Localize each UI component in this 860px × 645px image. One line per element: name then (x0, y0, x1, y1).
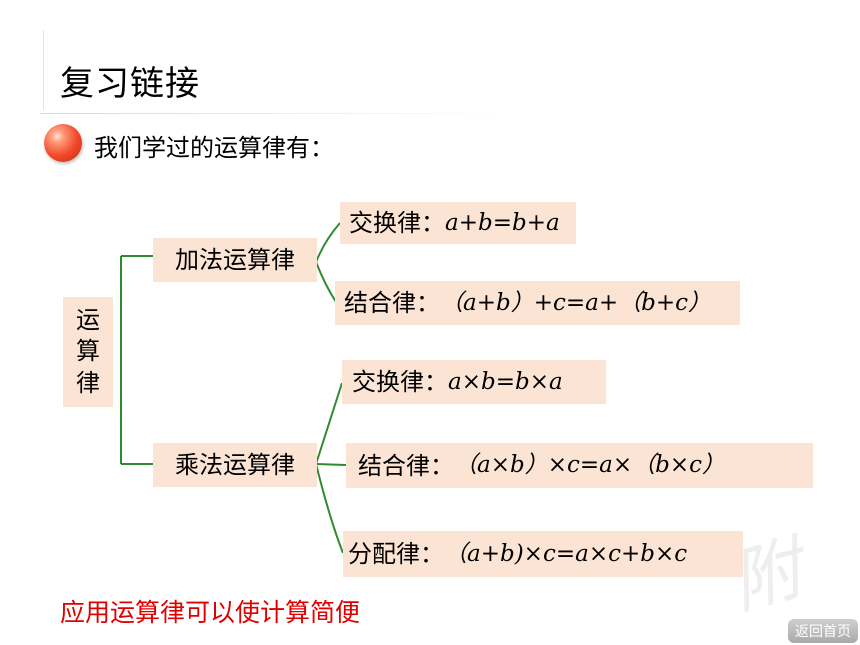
connector-mul-distributive (315, 463, 344, 554)
connector-add-commutative (315, 222, 341, 263)
root-char: 运 (76, 306, 100, 335)
conclusion-text: 应用运算律可以使计算简便 (60, 598, 361, 627)
title-divider-vertical (43, 30, 44, 110)
mul-associative-node: 结合律： （a×b）×c=a×（b×c） (346, 443, 813, 488)
law-formula: a+b=b+a (445, 209, 560, 236)
page-title: 复习链接 (60, 64, 200, 104)
mul-commutative-node: 交换律： a×b=b×a (342, 360, 606, 404)
intro-text: 我们学过的运算律有： (94, 134, 334, 162)
add-associative-node: 结合律： （a+b）+c=a+（b+c） (335, 281, 740, 325)
bullet-ball-icon (44, 124, 82, 162)
multiplication-law-label: 乘法运算律 (175, 451, 295, 479)
law-name: 交换律： (352, 368, 448, 396)
law-name: 结合律： (358, 451, 454, 480)
connector-add-associative (315, 261, 337, 303)
connector-mul-associative (315, 463, 347, 466)
law-formula: （a×b）×c=a×（b×c） (454, 452, 725, 478)
law-name: 结合律： (344, 289, 440, 317)
root-node: 运 算 律 (63, 297, 113, 407)
addition-law-label: 加法运算律 (175, 246, 295, 274)
multiplication-law-node: 乘法运算律 (153, 443, 317, 487)
back-to-home-button[interactable]: 返回首页 (788, 619, 858, 643)
law-formula: （a+b）+c=a+（b+c） (440, 289, 711, 316)
mul-distributive-node: 分配律： （a+b)×c=a×c+b×c (343, 531, 743, 577)
law-formula: a×b=b×a (448, 368, 563, 395)
law-formula: （a+b)×c=a×c+b×c (444, 540, 688, 567)
law-name: 分配律： (348, 540, 444, 568)
connector-mul-commutative (315, 382, 343, 465)
root-char: 算 (76, 337, 100, 366)
add-commutative-node: 交换律： a+b=b+a (340, 202, 576, 244)
title-divider-horizontal (40, 113, 510, 114)
law-name: 交换律： (349, 209, 445, 237)
root-char: 律 (76, 368, 100, 397)
addition-law-node: 加法运算律 (153, 238, 317, 282)
